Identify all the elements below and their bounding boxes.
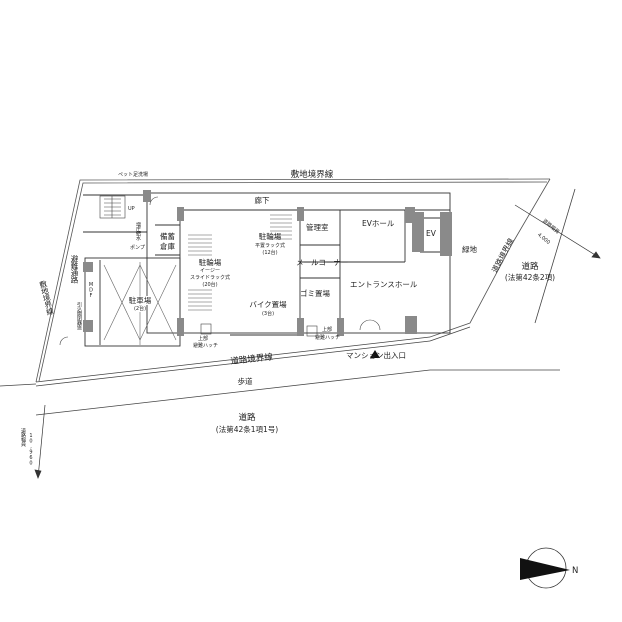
bicycle-lower-sub2: スライドラック式 [189, 275, 231, 281]
bicycle-lower-sub3: (20台) [202, 282, 218, 288]
north-compass-icon [520, 547, 570, 589]
ev-label: EV [426, 229, 436, 238]
site-boundary-line [35, 178, 551, 383]
parking-label: 駐車場 [127, 296, 153, 305]
bicycle-upper-sub1: 平置ラック式 [254, 243, 286, 249]
evac-hatch-left-1: 上部 [198, 336, 209, 342]
storage-label-1: 備蓄 [160, 232, 175, 241]
road-width-left-label: 道路幅員 [20, 428, 26, 446]
bicycle-lower-label: 駐輪場 [198, 258, 222, 267]
management-room-label: 管理室 [306, 223, 329, 232]
ev-hall-label: EVホール [362, 219, 395, 228]
road-right-label: 道路 [521, 262, 539, 272]
evacuation-road-label: 避難通路 [70, 255, 79, 283]
building-walls [83, 192, 451, 347]
parking-sub: (2台) [133, 306, 147, 312]
road-right-sub: (法第42条2項) [504, 273, 556, 282]
north-label: N [572, 566, 579, 576]
evacuation-hatches [200, 323, 318, 337]
bicycle-lower-sub1: イージー [200, 268, 220, 274]
meter-room-label: 引込開閉器盤 [76, 302, 82, 329]
parking-markings [103, 262, 177, 345]
evac-hatch-right-1: 上部 [322, 327, 333, 333]
pump-room-label: 増圧給水 [135, 222, 141, 240]
storage-label-2: 倉庫 [160, 242, 175, 251]
stair-up-label: UP [128, 206, 135, 212]
bicycle-rack-upper [270, 214, 292, 240]
road-main-label: 道路 [238, 413, 256, 423]
mail-corner-label: メールコーナー [296, 258, 349, 267]
evac-hatch-left-2: 避難ハッチ [193, 343, 219, 349]
stair-zone [99, 195, 126, 219]
corridor-label: 廊下 [254, 196, 270, 205]
road-width-left-value: 10,960 [28, 433, 34, 466]
road-boundary-line [0, 188, 576, 416]
pump-label: ポンプ [130, 245, 145, 251]
bicycle-upper-sub2: (12台) [262, 250, 278, 256]
pet-wash-label: ペット足洗場 [118, 172, 149, 178]
structural-columns [83, 190, 452, 336]
mdf-label: MDF [88, 282, 94, 299]
evac-hatch-right-2: 避難ハッチ [315, 335, 341, 341]
sidewalk-label: 歩道 [237, 377, 253, 386]
mansion-entrance-label: マンション出入口 [346, 351, 406, 360]
road-width-arrows [34, 204, 601, 479]
garbage-label: ゴミ置場 [300, 289, 330, 298]
greenery-label: 緑地 [462, 245, 477, 254]
bike-parking-sub: (3台) [261, 311, 275, 317]
road-main-sub: (法第42条1項1号) [215, 425, 279, 434]
doors [59, 196, 381, 346]
entrance-hall-label: エントランスホール [350, 280, 418, 289]
bicycle-rack-left [188, 234, 212, 311]
bike-parking-label: バイク置場 [249, 300, 287, 309]
entrance-marker-icon [370, 350, 380, 358]
bicycle-upper-label: 駐輪場 [258, 232, 282, 241]
site-boundary-label: 敷地境界線 [290, 170, 334, 180]
